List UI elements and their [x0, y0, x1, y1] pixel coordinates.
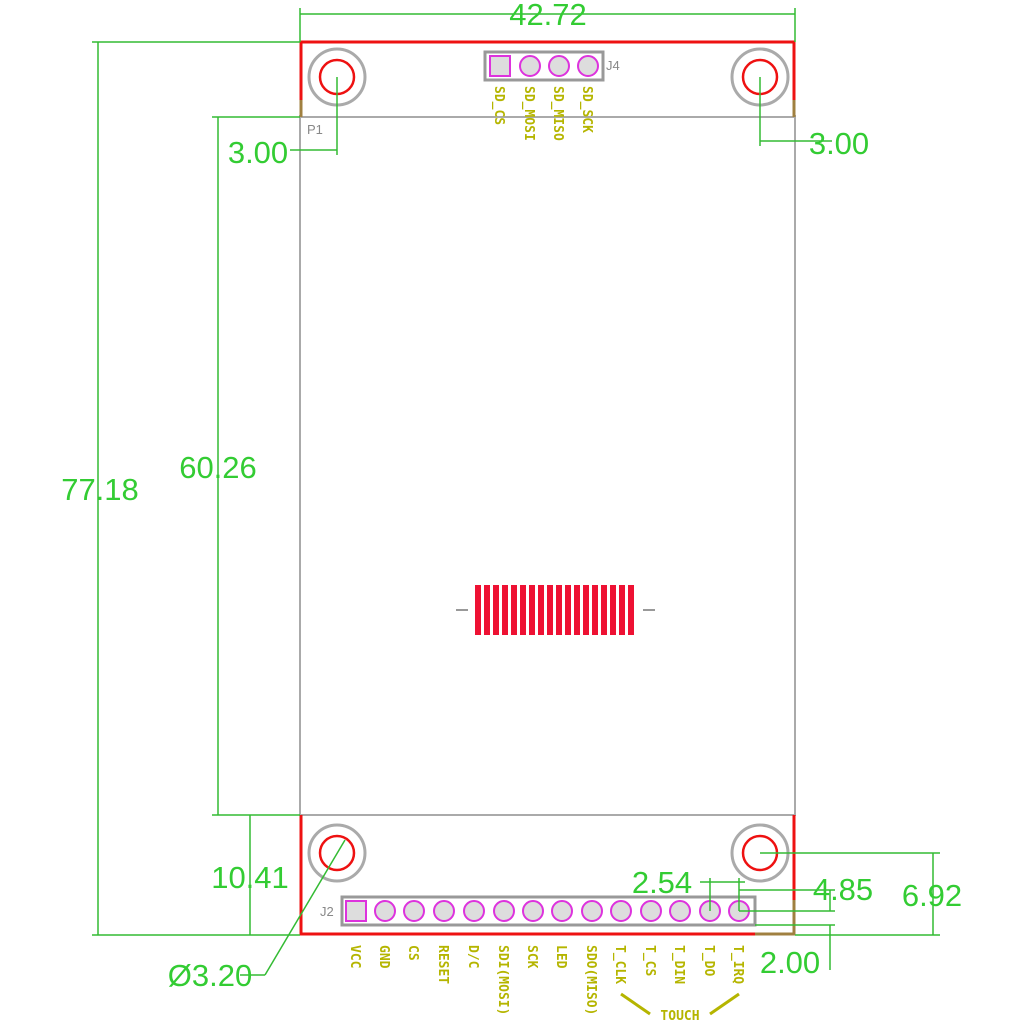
fpc-contact: [574, 585, 580, 635]
fpc-connector: [456, 585, 655, 635]
pin-pad: [374, 900, 396, 922]
pin-pad: [551, 900, 573, 922]
j2-pin-label: SCK: [524, 945, 539, 969]
touch-label: TOUCH: [660, 1009, 699, 1024]
fpc-contact: [565, 585, 571, 635]
fpc-contact: [484, 585, 490, 635]
pin-pad: [581, 900, 603, 922]
dim-height: 77.18: [61, 472, 139, 507]
pin-pad: [548, 55, 570, 77]
j4-ref: J4: [606, 58, 620, 73]
fpc-contact: [619, 585, 625, 635]
dimension-lines: [92, 8, 940, 976]
j2-pin-label: T_IRQ: [730, 945, 745, 984]
pin-pad: [577, 55, 599, 77]
fpc-contact: [601, 585, 607, 635]
pin-pad: [669, 900, 691, 922]
fpc-contact: [475, 585, 481, 635]
dim-header-offset: 4.85: [813, 872, 873, 907]
j2-pin-label: SDI(MOSI): [495, 945, 510, 1015]
pin-pad: [493, 900, 515, 922]
j4-pin-label: SD_CS: [491, 86, 506, 125]
pin-pad: [463, 900, 485, 922]
fpc-contact: [502, 585, 508, 635]
j4-header: [483, 50, 605, 82]
p1-ref: P1: [307, 122, 323, 137]
j4-pin-label: SD_MISO: [550, 86, 565, 141]
j2-pin-label: SDO(MISO): [583, 945, 598, 1015]
board-outline: [299, 40, 796, 936]
dim-hole-bottom: 6.92: [902, 878, 962, 913]
j2-pin-label: GND: [376, 945, 391, 969]
fpc-contact: [520, 585, 526, 635]
fpc-contact: [583, 585, 589, 635]
fpc-contact: [592, 585, 598, 635]
fpc-contact: [538, 585, 544, 635]
lcd-area: [299, 116, 796, 816]
j2-pin-label: RESET: [435, 945, 450, 984]
pin-pad-square: [489, 55, 511, 77]
j2-pin-label: CS: [405, 945, 420, 961]
dim-hole-diameter: Ø3.20: [168, 958, 252, 993]
pin-pad: [433, 900, 455, 922]
dim-width: 42.72: [509, 0, 587, 32]
j2-pin-label: D/C: [465, 945, 480, 968]
j2-pin-label: LED: [553, 945, 568, 969]
fpc-contact: [610, 585, 616, 635]
dim-bottom-margin: 10.41: [211, 860, 289, 895]
dim-hole-left: 3.00: [228, 135, 288, 170]
j2-pin-label: T_DIN: [671, 945, 686, 984]
fpc-contact: [493, 585, 499, 635]
pin-pad-square: [345, 900, 367, 922]
j2-pin-label: T_DO: [701, 945, 716, 976]
dim-hole-right: 3.00: [809, 126, 869, 161]
fpc-contact: [529, 585, 535, 635]
j2-header: [340, 895, 757, 927]
dim-lcd-height: 60.26: [179, 450, 257, 485]
pin-pad: [640, 900, 662, 922]
j4-pin-label: SD_MOSI: [521, 86, 536, 141]
pin-pad: [610, 900, 632, 922]
dim-pin-pitch: 2.54: [632, 865, 692, 900]
mounting-holes: [307, 47, 790, 883]
fpc-contact: [511, 585, 517, 635]
j4-pin-label: SD_SCK: [579, 86, 594, 133]
j2-ref: J2: [320, 904, 334, 919]
pin-pad: [403, 900, 425, 922]
j2-pin-label: VCC: [347, 945, 362, 968]
touch-bracket: [620, 992, 740, 1016]
fpc-contact: [556, 585, 562, 635]
pin-pad: [522, 900, 544, 922]
pin-pad: [519, 55, 541, 77]
j2-pin-label: T_CS: [642, 945, 657, 976]
dim-header-bottom: 2.00: [760, 945, 820, 980]
fpc-contact: [547, 585, 553, 635]
fpc-contact: [628, 585, 634, 635]
j2-pin-label: T_CLK: [612, 945, 627, 984]
